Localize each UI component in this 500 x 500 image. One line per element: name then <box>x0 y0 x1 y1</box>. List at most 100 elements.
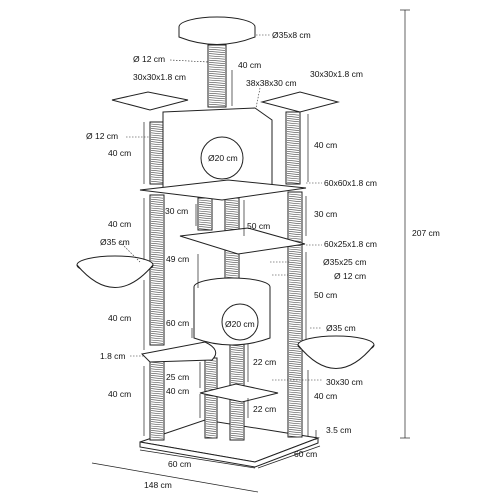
rope-stripe <box>208 97 226 100</box>
rope-stripe <box>288 431 302 434</box>
rope-stripe <box>150 282 164 285</box>
rope-stripe <box>286 151 300 153</box>
rope-stripe <box>205 377 217 380</box>
label-mid-h30-left: 30 cm <box>165 206 188 216</box>
rope-stripe <box>230 371 244 374</box>
rope-stripe <box>205 379 217 382</box>
rope-stripe <box>150 315 164 318</box>
rope-stripe <box>150 412 164 415</box>
rope-stripe <box>150 388 164 391</box>
rope-stripe <box>225 267 239 270</box>
rope-stripe <box>150 134 164 137</box>
rope-stripe <box>288 213 302 216</box>
rope-stripe <box>150 410 164 413</box>
rope-stripe <box>288 233 302 236</box>
rope-stripe <box>205 366 217 369</box>
rope-stripe <box>150 249 164 252</box>
base-board-side <box>139 437 319 468</box>
rope-stripe <box>225 274 239 277</box>
rope-stripe <box>286 153 300 156</box>
rope-stripe <box>205 421 217 424</box>
dim-base-width-1 <box>139 449 256 469</box>
rope-stripe <box>288 327 302 330</box>
rope-stripe <box>205 414 217 417</box>
rope-stripe <box>288 264 302 266</box>
rope-stripe <box>230 437 244 440</box>
rope-stripe <box>150 163 164 166</box>
rope-stripe <box>288 367 302 370</box>
rope-stripe <box>150 414 164 417</box>
label-right-h30: 30 cm <box>314 209 337 219</box>
rope-stripe <box>150 366 164 369</box>
rope-stripe <box>288 224 302 227</box>
rope-stripe <box>288 402 302 405</box>
post-left-low <box>149 357 165 441</box>
rope-stripe <box>286 118 300 120</box>
rope-stripe <box>288 294 302 297</box>
rope-stripe <box>288 305 302 308</box>
rope-stripe <box>150 304 164 307</box>
top-bed-rim <box>178 27 256 45</box>
rope-stripe <box>288 407 302 409</box>
rope-stripe <box>150 227 164 230</box>
rope-stripe <box>225 265 239 268</box>
rope-stripe <box>288 286 302 288</box>
rope-stripe <box>150 253 164 256</box>
rope-stripe <box>225 212 239 215</box>
rope-stripe <box>208 53 226 56</box>
label-base-thickness: 3.5 cm <box>326 425 352 435</box>
rope-stripe <box>286 170 300 173</box>
rope-stripe <box>288 209 302 211</box>
rope-stripe <box>286 120 300 123</box>
rope-stripe <box>286 140 300 142</box>
rope-stripe <box>286 179 300 182</box>
rope-stripe <box>286 155 300 158</box>
label-low-h40-mid: 40 cm <box>166 386 189 396</box>
rope-stripe <box>288 385 302 387</box>
rope-stripe <box>286 175 300 178</box>
rope-stripe <box>150 300 164 302</box>
rope-stripe <box>286 166 300 169</box>
rope-stripe <box>150 209 164 212</box>
rope-stripe <box>288 193 302 196</box>
rope-stripe <box>286 129 300 131</box>
rope-stripe <box>150 251 164 254</box>
rope-stripe <box>150 280 164 283</box>
rope-stripe <box>150 383 164 386</box>
rope-stripe <box>225 208 239 211</box>
rope-stripe <box>205 399 217 402</box>
rope-stripe <box>150 216 164 219</box>
rope-stripe <box>205 364 217 366</box>
rope-stripe <box>150 375 164 377</box>
rope-stripe <box>288 387 302 390</box>
label-cabin-hole: Ø20 cm <box>208 153 238 163</box>
rope-stripe <box>288 404 302 407</box>
rope-stripe <box>288 411 302 414</box>
rope-stripe <box>288 198 302 200</box>
rope-stripe <box>288 266 302 269</box>
rope-stripe <box>288 330 302 332</box>
rope-stripe <box>150 145 164 148</box>
rope-stripe <box>225 223 239 226</box>
rope-stripe <box>288 400 302 403</box>
rope-stripe <box>205 412 217 415</box>
rope-stripe <box>208 59 226 62</box>
rope-stripe <box>288 347 302 350</box>
rope-stripe <box>230 408 244 411</box>
rope-stripe <box>150 242 164 245</box>
rope-stripe <box>150 427 164 430</box>
rope-stripe <box>288 363 302 365</box>
rope-stripe <box>150 306 164 309</box>
rope-stripe <box>198 199 212 202</box>
rope-stripe <box>288 319 302 321</box>
rope-stripe <box>288 292 302 295</box>
rope-stripe <box>288 283 302 286</box>
rope-stripe <box>230 430 244 433</box>
rope-stripe <box>150 333 164 335</box>
rope-stripe <box>150 291 164 294</box>
rope-stripe <box>286 124 300 127</box>
rope-stripe <box>286 122 300 125</box>
rope-stripe <box>205 375 217 377</box>
rope-stripe <box>230 402 244 404</box>
rope-stripe <box>230 351 244 354</box>
